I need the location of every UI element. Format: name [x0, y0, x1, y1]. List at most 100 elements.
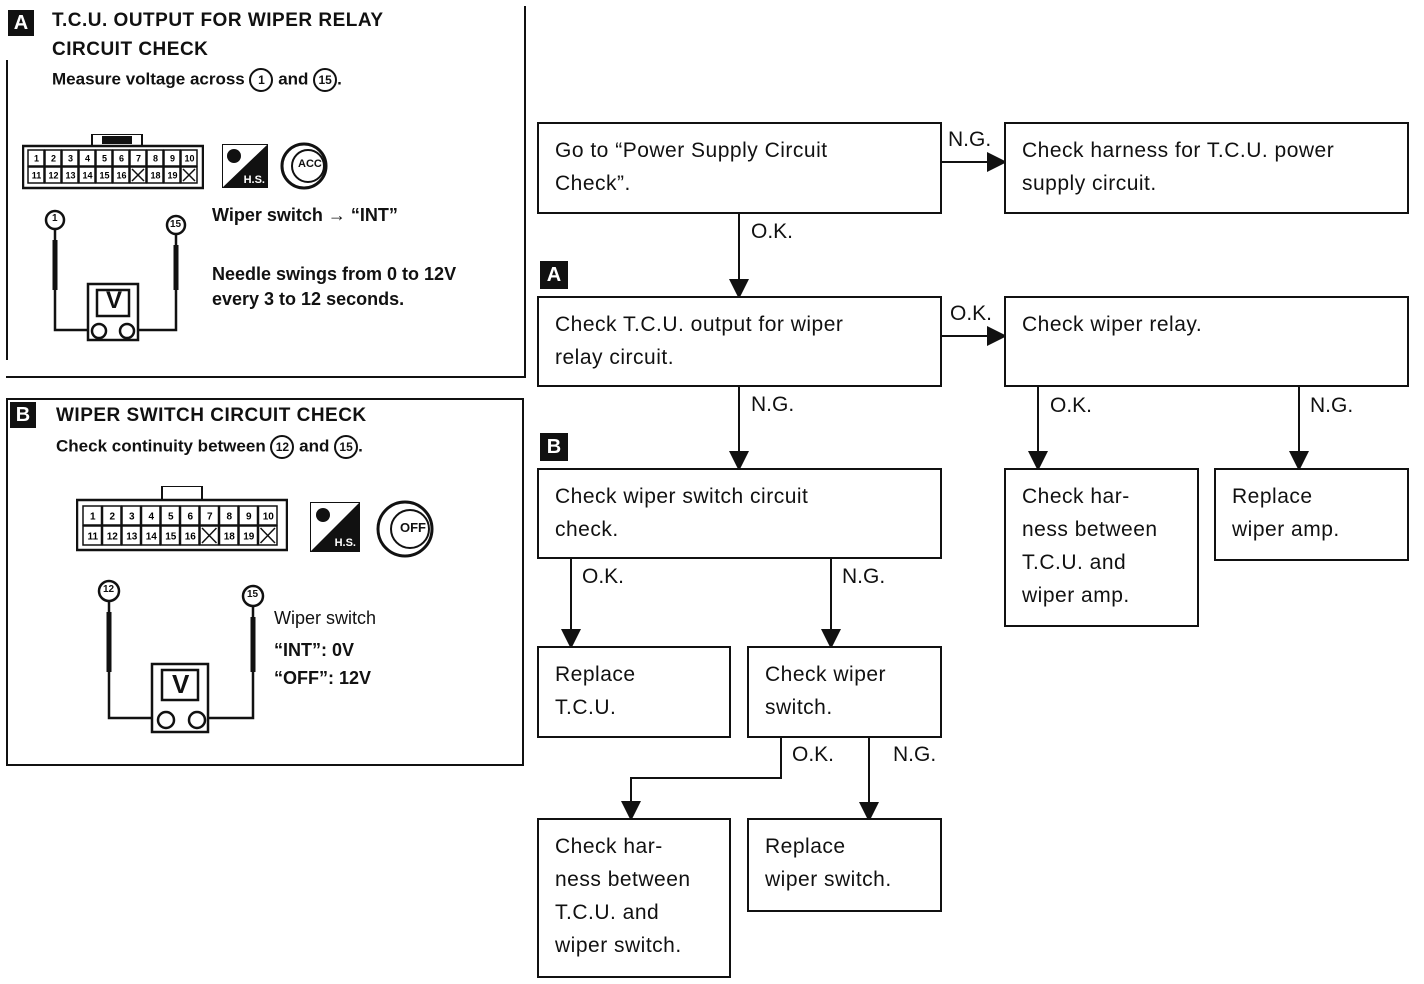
- panel-b-and: and: [294, 436, 335, 456]
- box-wiper-switch-circuit-text: Check wiper switch circuit check.: [555, 485, 809, 541]
- panel-b-off-value: “OFF”: 12V: [274, 668, 372, 688]
- connector-pin-cell: [61, 149, 79, 167]
- connector-pin-label: 10: [263, 511, 275, 522]
- label-ok-1: O.K.: [751, 220, 794, 243]
- connector-empty-pin: [259, 527, 276, 544]
- box-replace-wiper-amp-text: Replace wiper amp.: [1232, 485, 1340, 541]
- panel-a-switch-text: Wiper switch → “INT”: [212, 205, 398, 225]
- connector-pin-label: 16: [185, 531, 197, 542]
- panel-a-measure-text: Measure voltage across 1 and 15.: [52, 68, 342, 92]
- label-ng-4: N.G.: [842, 565, 886, 588]
- box-check-wiper-switch-text: Check wiper switch.: [765, 663, 887, 719]
- panel-b-switch-label: Wiper switch: [274, 608, 377, 628]
- connector-pin-cell: [61, 166, 79, 184]
- panel-a-tag: A: [8, 10, 34, 36]
- connector-pin-cell: [101, 525, 122, 546]
- panel-b-check-text: Check continuity between 12 and 15.: [56, 435, 363, 459]
- connector-pin-label: 2: [109, 511, 115, 522]
- connector-pin-cell: [78, 166, 96, 184]
- key-label-acc: ACC: [298, 158, 322, 170]
- connector-pin-label: 5: [102, 154, 107, 164]
- connector-pin-cell: [95, 149, 113, 167]
- connector-pin-label: 5: [168, 511, 174, 522]
- connector-pin-cell: [160, 525, 181, 546]
- connector-pin-cell: [121, 525, 142, 546]
- connector-pin-cell: [238, 525, 259, 546]
- pin-15-circle: 15: [313, 68, 338, 92]
- connector-pin-label: 13: [126, 531, 138, 542]
- connector-pin-cell: [27, 149, 45, 167]
- panel-a-needle-line2: every 3 to 12 seconds.: [212, 289, 405, 309]
- connector-pin-cell: [121, 505, 142, 526]
- ignition-key-acc-icon: ACC: [278, 140, 330, 192]
- connector-pin-label: 1: [90, 511, 96, 522]
- step-tag-b: B: [540, 433, 568, 461]
- connector-pin-label: 6: [187, 511, 193, 522]
- panel-a-left-rule: [6, 60, 8, 360]
- pin-15b-circle: 15: [334, 435, 359, 459]
- connector-pin-cell: [78, 149, 96, 167]
- panel-a-title-line1: T.C.U. OUTPUT FOR WIPER RELAY: [52, 10, 384, 31]
- connector-empty-pin: [201, 527, 218, 544]
- connector-pin-label: 6: [119, 154, 124, 164]
- connector-pin-label: 10: [184, 154, 194, 164]
- connector-pin-label: 11: [87, 531, 98, 542]
- box-wiper-relay-check: Check wiper relay.: [1004, 296, 1409, 387]
- connector-pin-cell: [218, 525, 239, 546]
- box-power-supply-check: Go to “Power Supply Circuit Check”.: [537, 122, 942, 214]
- connector-pin-cell: [160, 505, 181, 526]
- connector-pin-label: 15: [99, 171, 109, 181]
- label-ok-4: O.K.: [582, 565, 625, 588]
- connector-pin-cell: [95, 166, 113, 184]
- connector-pin-cell: [140, 525, 161, 546]
- label-ng-1: N.G.: [948, 128, 992, 151]
- box-harness-tcu-amp-text: Check har- ness between T.C.U. and wiper…: [1022, 485, 1158, 607]
- connector-pin-label: 12: [107, 531, 119, 542]
- hs-label-a: H.S.: [243, 174, 265, 186]
- probe-b-right-label: 15: [247, 589, 259, 600]
- panel-a-needle-line1: Needle swings from 0 to 12V: [212, 264, 457, 284]
- pin-12-circle: 12: [270, 435, 295, 459]
- connector-pin-cell: [180, 149, 198, 167]
- connector-pin-label: 15: [165, 531, 177, 542]
- box-power-supply-text: Go to “Power Supply Circuit Check”.: [555, 139, 828, 195]
- panel-b-title: WIPER SWITCH CIRCUIT CHECK: [56, 405, 367, 426]
- connector-pin-label: 12: [48, 171, 58, 181]
- pin-1-circle: 1: [249, 68, 274, 92]
- meter-b-v-label: V: [172, 669, 190, 699]
- probe-b-left-label: 12: [103, 584, 115, 595]
- label-ok-3: O.K.: [1050, 394, 1093, 417]
- box-harness-power-supply: Check harness for T.C.U. power supply ci…: [1004, 122, 1409, 214]
- connector-pin-label: 2: [51, 154, 56, 164]
- connector-pin-label: 16: [116, 171, 126, 181]
- box-harness-power-text: Check harness for T.C.U. power supply ci…: [1022, 139, 1335, 195]
- label-ng-5: N.G.: [893, 743, 937, 766]
- connector-pin-label: 8: [153, 154, 158, 164]
- connector-pin-label: 14: [82, 171, 92, 181]
- connector-pin-cell: [44, 166, 62, 184]
- box-wiper-switch-circuit: Check wiper switch circuit check.: [537, 468, 942, 559]
- connector-pin-cell: [179, 525, 200, 546]
- connector-pin-label: 11: [32, 171, 42, 181]
- connector-pin-cell: [82, 505, 103, 526]
- meter-a-v-label: V: [106, 287, 123, 314]
- connector-pin-cell: [146, 149, 164, 167]
- box-replace-wiper-switch-text: Replace wiper switch.: [765, 835, 892, 891]
- connector-empty-pin: [131, 168, 145, 182]
- box-harness-tcu-amp: Check har- ness between T.C.U. and wiper…: [1004, 468, 1199, 627]
- connector-pin-label: 9: [246, 511, 252, 522]
- connector-pin-cell: [112, 149, 130, 167]
- connector-pin-cell: [179, 505, 200, 526]
- connector-pin-cell: [44, 149, 62, 167]
- connector-pin-label: 3: [129, 511, 135, 522]
- box-replace-tcu-text: Replace T.C.U.: [555, 663, 636, 719]
- box-wiper-relay-text: Check wiper relay.: [1022, 313, 1203, 336]
- connector-pin-cell: [129, 149, 147, 167]
- connector-pin-label: 9: [170, 154, 175, 164]
- connector-pin-cell: [163, 166, 181, 184]
- hs-icon-a: H.S.: [221, 143, 269, 189]
